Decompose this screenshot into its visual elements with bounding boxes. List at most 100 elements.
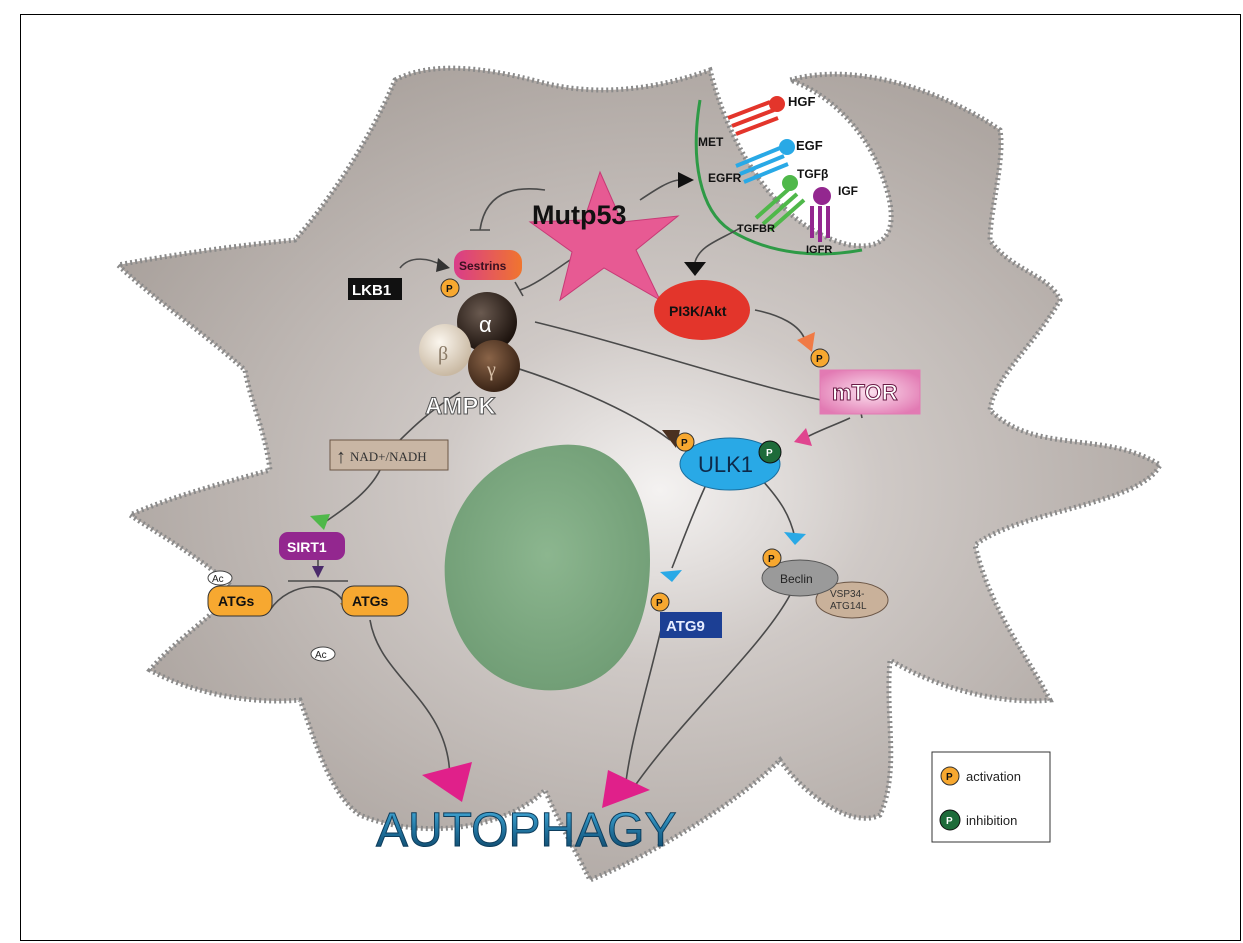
ulk1-inhibition-phospho-icon	[758, 440, 782, 464]
sirt1-box	[279, 532, 345, 560]
ampk-alpha-subunit	[457, 292, 517, 352]
edge-ulk1-atg9	[671, 486, 706, 569]
label-beta: β	[438, 343, 448, 365]
arrowhead-autophagy-left	[422, 762, 472, 802]
label-atgs-left: ATGs	[218, 593, 255, 609]
ampk-phospho-icon	[440, 278, 460, 298]
label-atg9-p: P	[656, 598, 663, 609]
label-autophagy: AUTOPHAGY	[376, 804, 677, 857]
arrowhead-ulk1-from-ampk	[662, 430, 680, 448]
mtor-box	[819, 369, 921, 415]
ac-top-badge	[207, 570, 233, 586]
label-alpha: α	[479, 312, 492, 337]
ligand-egf-icon	[779, 139, 795, 155]
label-ac-bottom: Ac	[315, 650, 327, 661]
vsp34-node	[815, 581, 889, 619]
edge-beclin-autophagy	[631, 594, 791, 791]
edge-mutp53-sestrins-inhibit	[479, 188, 546, 231]
arrowhead-sirt1	[310, 514, 330, 530]
edge-atgs-conversion	[269, 586, 346, 611]
up-arrow-icon: ↑	[336, 446, 346, 468]
label-sirt1: SIRT1	[287, 539, 327, 555]
plasma-membrane	[694, 99, 863, 256]
edge-nad-sirt1	[324, 469, 381, 523]
arrowhead-pi3k	[684, 262, 706, 276]
atgs-left-box	[207, 585, 273, 617]
label-ulk1-p-act: P	[681, 438, 688, 449]
arrowhead-atg9	[660, 570, 682, 582]
edge-receptors-pi3k	[694, 227, 741, 263]
legend-inhibition-p: P	[946, 816, 953, 827]
label-beclin: Beclin	[780, 572, 813, 586]
label-beclin-p: P	[768, 554, 775, 565]
atgs-right-box	[341, 585, 409, 617]
edge-atg9-autophagy	[624, 611, 666, 791]
edge-pi3k-mtor	[754, 309, 806, 341]
label-egfr: EGFR	[708, 171, 742, 185]
label-tgfb: TGFβ	[797, 167, 828, 181]
label-pi3k: PI3K/Akt	[669, 303, 727, 319]
legend-inhibition-icon	[939, 809, 961, 831]
arrowhead-autophagy-right	[602, 770, 650, 808]
label-ampk-p: P	[446, 284, 453, 295]
arrowhead-receptors	[678, 172, 694, 188]
label-mtor-p: P	[816, 354, 823, 365]
label-ac-top: Ac	[212, 574, 224, 585]
ligand-igf-icon	[813, 187, 831, 205]
label-igf: IGF	[838, 184, 858, 198]
legend: P activation P inhibition	[931, 751, 1051, 843]
ampk-beta-subunit	[419, 324, 471, 376]
arrowhead-ulk1-from-mtor	[794, 428, 812, 446]
arrowhead-beclin	[784, 532, 806, 545]
ampk-gamma-subunit	[468, 340, 520, 392]
legend-activation-icon	[940, 766, 960, 786]
nucleus	[444, 444, 650, 691]
arrowhead-mtor	[797, 332, 815, 352]
arrowhead-sestrins	[436, 258, 450, 272]
arrowhead-atgs	[312, 566, 324, 578]
label-lkb1: LKB1	[352, 282, 391, 299]
edge-mutp53-ampk-bar	[514, 281, 524, 297]
label-tgfbr: TGFBR	[737, 223, 775, 235]
receptor-igfr	[810, 206, 830, 242]
label-ulk1-p-inh: P	[766, 448, 773, 459]
atg9-box	[660, 612, 722, 638]
ulk1-node	[679, 437, 781, 491]
label-mutp53: Mutp53	[532, 200, 627, 230]
pi3k-akt-node	[654, 280, 750, 340]
receptor-tgfbr	[754, 186, 806, 232]
atg9-phospho-icon	[650, 592, 670, 612]
ulk1-activation-phospho-icon	[675, 432, 695, 452]
legend-inhibition-label: inhibition	[966, 813, 1017, 828]
sestrins-box	[454, 250, 522, 280]
lkb1-box	[348, 278, 402, 300]
receptor-egfr	[735, 146, 789, 184]
label-hgf: HGF	[788, 94, 816, 109]
cell-body	[112, 65, 1164, 884]
label-gamma: γ	[486, 359, 496, 381]
label-atg9: ATG9	[666, 618, 705, 635]
label-vsp34-2: ATG14L	[830, 601, 867, 612]
label-nad: NAD+/NADH	[350, 449, 427, 464]
beclin-phospho-icon	[762, 548, 782, 568]
label-mtor: mTOR	[832, 380, 898, 405]
nad-box	[329, 439, 449, 471]
ligand-hgf-icon	[769, 96, 785, 112]
receptor-met	[727, 100, 779, 136]
label-igfr: IGFR	[806, 244, 832, 256]
legend-activation-label: activation	[966, 769, 1021, 784]
edge-mutp53-receptors	[639, 179, 681, 201]
edge-ulk1-beclin	[761, 479, 796, 539]
mutp53-star	[528, 170, 680, 302]
edge-mtor-ulk1	[804, 417, 851, 439]
mtor-phospho-icon	[810, 348, 830, 368]
ligand-tgfb-icon	[782, 175, 798, 191]
label-ulk1: ULK1	[698, 452, 753, 477]
label-vsp34-1: VSP34-	[830, 589, 864, 600]
label-egf: EGF	[796, 138, 823, 153]
label-atgs-right: ATGs	[352, 593, 389, 609]
edge-atgs-autophagy	[369, 619, 451, 781]
edge-mutp53-ampk-inhibit	[519, 259, 571, 291]
label-sestrins: Sestrins	[459, 259, 507, 273]
label-ampk: AMPK	[425, 393, 496, 420]
